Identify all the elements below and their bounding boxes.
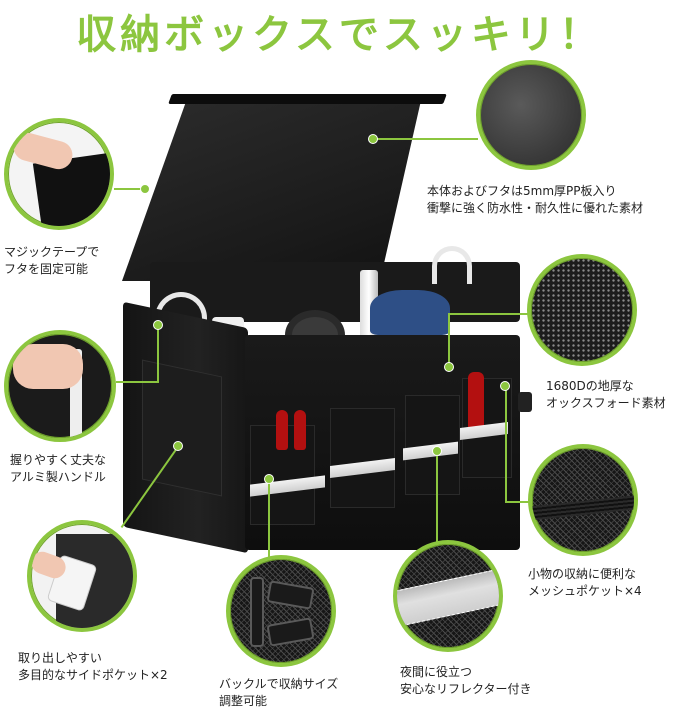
buckle-teeth (250, 577, 264, 647)
connector-line (157, 323, 159, 383)
caption-line: 夜間に役立つ (400, 665, 473, 679)
caption-line: 衝撃に強く防水性・耐久性に優れた素材 (427, 201, 644, 215)
caption-line: 多目的なサイドポケット×2 (18, 668, 168, 682)
box-lid-rim (168, 94, 447, 104)
buckle-closeup (226, 555, 336, 667)
pocket-elastic-edge (532, 493, 634, 521)
caption-line: アルミ製ハンドル (10, 470, 106, 484)
feature-caption-side-pocket: 取り出しやすい 多目的なサイドポケット×2 (18, 650, 168, 684)
connector-line (505, 501, 530, 503)
connector-line (505, 385, 507, 503)
marker-dot (444, 362, 454, 372)
caption-line: バックルで収納サイズ (219, 677, 339, 691)
caption-line: 本体およびフタは5mm厚PP板入り (427, 184, 617, 198)
caption-line: 小物の収納に便利な (528, 567, 637, 581)
oxford-fabric-closeup (527, 254, 637, 366)
marker-dot (368, 134, 378, 144)
lid-material-closeup (476, 60, 586, 170)
box-lid (122, 96, 422, 281)
marker-dot (432, 446, 442, 456)
feature-caption-velcro: マジックテープで フタを固定可能 (4, 244, 99, 278)
reflector-band (397, 564, 499, 630)
connector-line (448, 313, 450, 365)
marker-dot (140, 184, 150, 194)
mesh-pocket-closeup (528, 444, 638, 556)
marker-dot (264, 474, 274, 484)
caption-line: 握りやすく丈夫な (10, 453, 107, 467)
feature-caption-handle: 握りやすく丈夫な アルミ製ハンドル (10, 452, 106, 486)
mesh-pocket-2 (330, 408, 395, 508)
connector-line (436, 450, 438, 542)
connector-line (373, 138, 478, 140)
connector-line (116, 381, 159, 383)
page-title: 収納ボックスでスッキリ！ (76, 12, 603, 58)
caption-line: マジックテープで (4, 245, 100, 259)
marker-dot (500, 381, 510, 391)
connector-line (268, 478, 270, 558)
caption-line: メッシュポケット×4 (528, 584, 642, 598)
velcro-closeup (4, 118, 114, 230)
connector-line (114, 188, 146, 190)
marker-dot (173, 441, 183, 451)
caption-line: 調整可能 (219, 694, 268, 708)
screwdriver-2 (294, 410, 306, 450)
marker-dot (153, 320, 163, 330)
feature-caption-buckle: バックルで収納サイズ 調整可能 (219, 676, 338, 708)
right-handle (432, 246, 472, 284)
side-buckle (518, 392, 532, 412)
caption-line: 1680Dの地厚な (546, 379, 634, 393)
caption-line: 取り出しやすい (18, 651, 102, 665)
handle-closeup (4, 330, 116, 442)
side-pocket-closeup (27, 520, 137, 632)
caption-line: フタを固定可能 (4, 262, 89, 276)
feature-caption-oxford: 1680Dの地厚な オックスフォード素材 (546, 378, 666, 412)
feature-caption-mesh: 小物の収納に便利な メッシュポケット×4 (528, 566, 642, 600)
buckle-clip-upper (266, 580, 315, 610)
buckle-clip-lower (266, 617, 315, 647)
connector-line (448, 313, 529, 315)
feature-caption-reflector: 夜間に役立つ 安心なリフレクター付き (400, 664, 532, 698)
screwdriver-1 (276, 410, 288, 450)
feature-caption-lid: 本体およびフタは5mm厚PP板入り 衝撃に強く防水性・耐久性に優れた素材 (427, 183, 643, 217)
red-tool (468, 372, 484, 432)
blue-towel (370, 290, 450, 335)
hand-shape (13, 344, 83, 389)
caption-line: オックスフォード素材 (546, 396, 666, 410)
caption-line: 安心なリフレクター付き (400, 682, 532, 696)
reflector-closeup (393, 540, 503, 652)
